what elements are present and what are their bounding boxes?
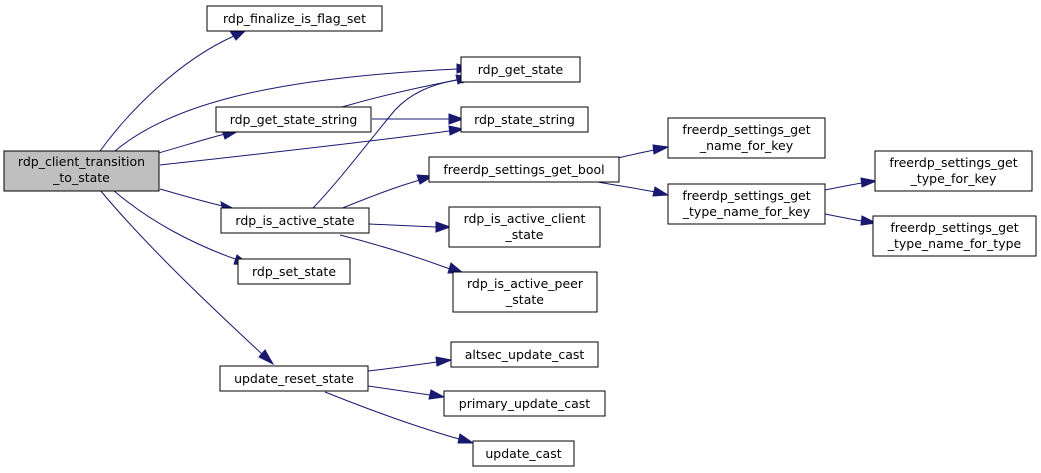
edge-update-reset-state-to-update-cast xyxy=(324,391,475,444)
node-rdp-get-state[interactable]: rdp_get_state xyxy=(460,56,581,83)
edge-rdp-is-active-state-to-rdp-is-active-peer-state xyxy=(339,234,465,274)
node-label: update_reset_state xyxy=(234,371,354,386)
node-freerdp-settings-get-type-name-for-type[interactable]: freerdp_settings_get _type_name_for_type xyxy=(872,215,1037,257)
node-label: altsec_update_cast xyxy=(465,347,585,362)
edge-freerdp-settings-get-bool-to-freerdp-settings-get-type-name-for-key xyxy=(597,181,670,197)
node-label-line-2: _state xyxy=(505,292,544,307)
node-label-line-2: _name_for_key xyxy=(699,138,794,153)
node-freerdp-settings-get-name-for-key[interactable]: freerdp_settings_get _name_for_key xyxy=(667,117,826,159)
edge-root-to-rdp-state-string xyxy=(159,125,465,166)
edge-freerdp-settings-get-type-name-for-key-to-freerdp-settings-get-type-for-key xyxy=(824,177,878,191)
node-label-line-2: _type_for_key xyxy=(910,171,997,186)
node-label-line-2: _type_name_for_key xyxy=(682,204,811,219)
edge-root-to-rdp-get-state-string xyxy=(154,129,240,155)
node-altsec-update-cast[interactable]: altsec_update_cast xyxy=(450,341,599,368)
node-label: rdp_is_active_state xyxy=(235,213,354,228)
node-label: rdp_finalize_is_flag_set xyxy=(223,11,366,26)
node-label: update_cast xyxy=(485,446,561,461)
node-label-line-1: freerdp_settings_get xyxy=(682,122,810,137)
node-update-cast[interactable]: update_cast xyxy=(472,440,575,467)
node-freerdp-settings-get-type-for-key[interactable]: freerdp_settings_get _type_for_key xyxy=(874,150,1033,192)
node-primary-update-cast[interactable]: primary_update_cast xyxy=(443,390,606,417)
node-rdp-state-string[interactable]: rdp_state_string xyxy=(460,106,589,133)
edge-update-reset-state-to-primary-update-cast xyxy=(367,385,446,400)
node-label: rdp_get_state_string xyxy=(230,112,358,127)
edge-rdp-get-state-string-to-rdp-get-state xyxy=(341,74,473,108)
node-label: rdp_get_state xyxy=(478,62,564,77)
edge-rdp-is-active-state-to-rdp-is-active-client-state xyxy=(368,221,452,233)
node-label: rdp_state_string xyxy=(474,112,575,127)
node-rdp-finalize-is-flag-set[interactable]: rdp_finalize_is_flag_set xyxy=(206,5,383,32)
node-label-line-1: freerdp_settings_get xyxy=(889,155,1017,170)
edge-root-to-update-reset-state xyxy=(99,189,275,366)
node-rdp-get-state-string[interactable]: rdp_get_state_string xyxy=(215,106,372,133)
node-freerdp-settings-get-bool[interactable]: freerdp_settings_get_bool xyxy=(428,156,620,183)
node-label: primary_update_cast xyxy=(459,396,591,411)
node-label-line-1: rdp_client_transition xyxy=(18,154,145,169)
node-label-line-1: rdp_is_active_client xyxy=(464,211,586,226)
node-label-line-2: _state xyxy=(505,227,544,242)
node-rdp-is-active-state[interactable]: rdp_is_active_state xyxy=(220,207,370,234)
node-label-line-2: _type_name_for_type xyxy=(887,236,1022,251)
node-label-line-1: freerdp_settings_get xyxy=(682,188,810,203)
node-label: rdp_set_state xyxy=(252,264,336,279)
node-label-line-2: _to_state xyxy=(52,170,110,185)
node-label-line-1: freerdp_settings_get xyxy=(890,220,1018,235)
edge-update-reset-state-to-altsec-update-cast xyxy=(367,356,453,372)
node-rdp-client-transition-to-state[interactable]: rdp_client_transition _to_state xyxy=(3,150,160,192)
edge-rdp-is-active-state-to-freerdp-settings-get-bool xyxy=(339,174,435,210)
edge-freerdp-settings-get-type-name-for-key-to-freerdp-settings-get-type-name-for-type xyxy=(824,213,878,226)
node-update-reset-state[interactable]: update_reset_state xyxy=(219,365,369,392)
node-rdp-is-active-client-state[interactable]: rdp_is_active_client _state xyxy=(448,206,601,248)
node-rdp-is-active-peer-state[interactable]: rdp_is_active_peer _state xyxy=(452,271,598,313)
edge-rdp-get-state-string-to-rdp-state-string xyxy=(372,113,465,125)
node-label-line-1: rdp_is_active_peer xyxy=(467,276,584,291)
node-label: freerdp_settings_get_bool xyxy=(443,162,604,177)
edge-freerdp-settings-get-bool-to-freerdp-settings-get-name-for-key xyxy=(617,144,670,159)
node-rdp-set-state[interactable]: rdp_set_state xyxy=(237,258,351,285)
node-freerdp-settings-get-type-name-for-key[interactable]: freerdp_settings_get _type_name_for_key xyxy=(667,183,826,225)
